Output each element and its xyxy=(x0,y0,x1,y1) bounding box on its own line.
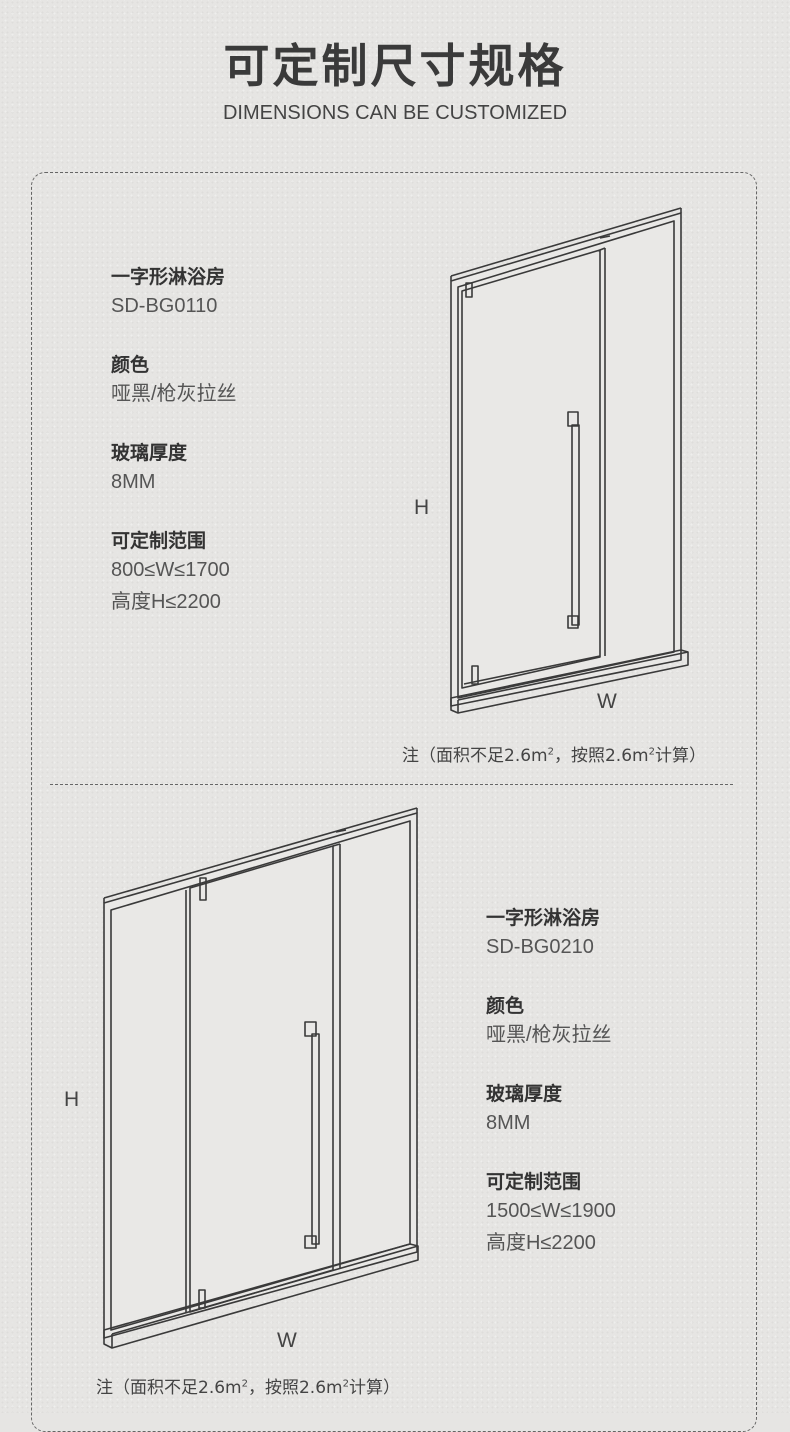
note-sup: 2 xyxy=(648,746,655,758)
product-type: 一字形淋浴房 xyxy=(111,266,226,288)
width-dimension-label: W xyxy=(597,690,617,713)
color-value: 哑黑/枪灰拉丝 xyxy=(111,383,237,405)
glass-thickness-value: 8MM xyxy=(486,1112,531,1134)
custom-range-label: 可定制范围 xyxy=(486,1171,582,1193)
height-dimension-label: H xyxy=(414,496,430,519)
note-mid: ，按照2.6m xyxy=(247,1378,343,1398)
area-note: 注（面积不足2.6m2，按照2.6m2计算） xyxy=(402,741,706,766)
product-model: SD-BG0210 xyxy=(486,936,594,958)
note-suffix: 计算） xyxy=(348,1378,400,1398)
color-label: 颜色 xyxy=(111,354,150,376)
color-value: 哑黑/枪灰拉丝 xyxy=(486,1024,612,1046)
note-suffix: 计算） xyxy=(654,746,706,766)
note-sup: 2 xyxy=(241,1378,248,1390)
note-mid: ，按照2.6m xyxy=(553,746,649,766)
note-prefix: 注（面积不足2.6m xyxy=(96,1378,242,1398)
glass-thickness-label: 玻璃厚度 xyxy=(111,442,188,464)
height-dimension-label: H xyxy=(64,1088,80,1111)
product-1-specs: 一字形淋浴房 SD-BG0110 颜色 哑黑/枪灰拉丝 玻璃厚度 8MM 可定制… xyxy=(111,264,237,648)
product-model: SD-BG0110 xyxy=(111,295,218,317)
area-note: 注（面积不足2.6m2，按照2.6m2计算） xyxy=(96,1373,400,1398)
note-sup: 2 xyxy=(547,746,554,758)
note-sup: 2 xyxy=(342,1378,349,1390)
page-title: 可定制尺寸规格 xyxy=(223,39,567,93)
custom-range-height: 高度H≤2200 xyxy=(111,591,221,613)
width-dimension-label: W xyxy=(277,1329,297,1352)
glass-thickness-value: 8MM xyxy=(111,471,156,493)
page-subtitle: DIMENSIONS CAN BE CUSTOMIZED xyxy=(222,102,568,124)
product-2-specs: 一字形淋浴房 SD-BG0210 颜色 哑黑/枪灰拉丝 玻璃厚度 8MM 可定制… xyxy=(486,905,616,1289)
color-label: 颜色 xyxy=(486,995,525,1017)
glass-thickness-label: 玻璃厚度 xyxy=(486,1083,563,1105)
product-type: 一字形淋浴房 xyxy=(486,907,601,929)
custom-range-width: 800≤W≤1700 xyxy=(111,559,230,581)
custom-range-height: 高度H≤2200 xyxy=(486,1232,596,1254)
section-divider xyxy=(50,784,733,785)
note-prefix: 注（面积不足2.6m xyxy=(402,746,548,766)
custom-range-width: 1500≤W≤1900 xyxy=(486,1200,616,1222)
custom-range-label: 可定制范围 xyxy=(111,530,207,552)
